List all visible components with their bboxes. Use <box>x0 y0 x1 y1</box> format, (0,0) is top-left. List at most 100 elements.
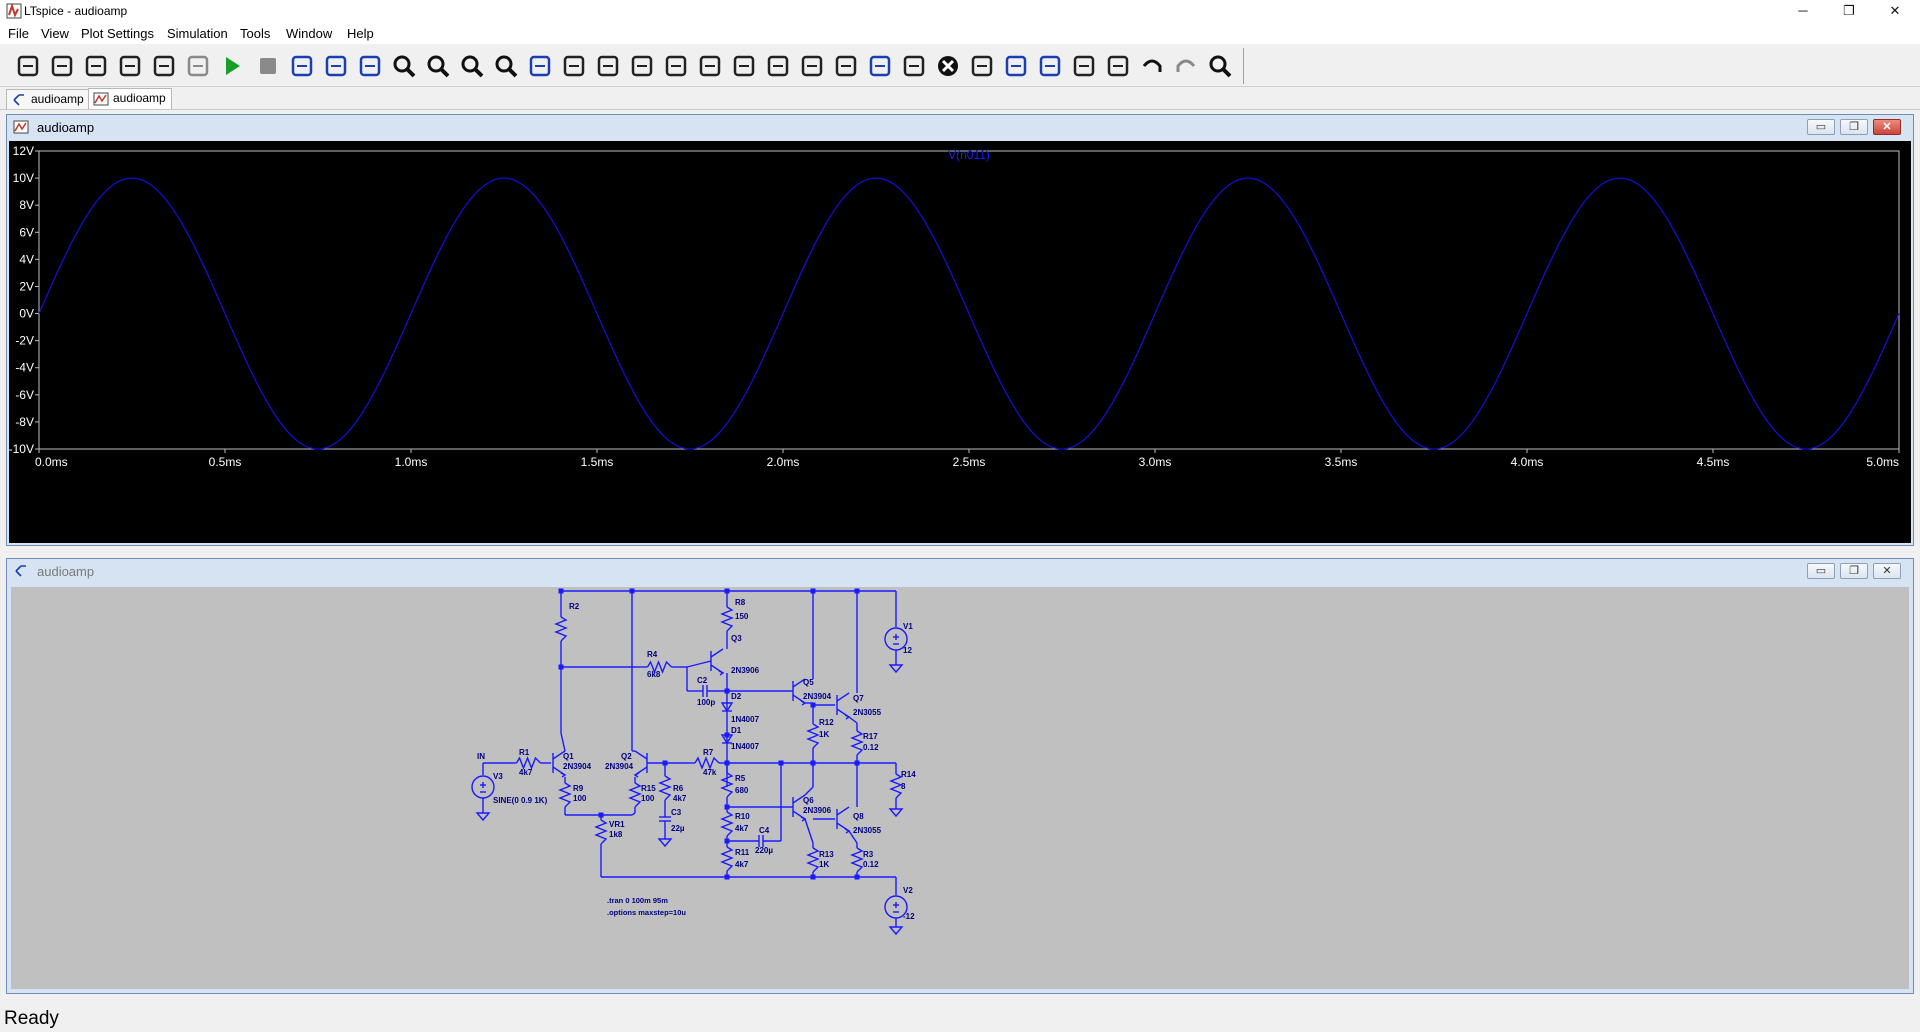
mdi-minimize-button[interactable]: ▭ <box>1807 119 1835 135</box>
menu-view[interactable]: View <box>41 26 69 41</box>
rotate-icon[interactable] <box>1070 52 1098 80</box>
mdi-restore-button[interactable]: ❐ <box>1840 563 1868 579</box>
component-label: R15 <box>641 784 656 793</box>
component-label: R13 <box>819 850 834 859</box>
menu-file[interactable]: File <box>8 26 29 41</box>
component-label: C4 <box>759 826 770 835</box>
wire-icon[interactable] <box>560 52 588 80</box>
component-label: R14 <box>901 770 916 779</box>
window-title: LTspice - audioamp <box>24 4 128 18</box>
tile-vertical-icon[interactable] <box>288 52 316 80</box>
menu-tools[interactable]: Tools <box>240 26 271 41</box>
wire <box>634 750 648 760</box>
find-icon[interactable] <box>1206 52 1234 80</box>
cascade-icon[interactable] <box>356 52 384 80</box>
component-label: IN <box>477 752 485 761</box>
component-label: 2N3906 <box>803 806 832 815</box>
mdi-restore-button[interactable]: ❐ <box>1840 119 1868 135</box>
resistor-symbol <box>694 756 720 770</box>
x-tick-label: 1.5ms <box>581 455 614 469</box>
component-label: 1N4007 <box>731 715 760 724</box>
new-schematic-icon[interactable] <box>48 52 76 80</box>
control-panel-icon[interactable] <box>184 52 212 80</box>
save-icon[interactable] <box>116 52 144 80</box>
mirror-icon[interactable] <box>1104 52 1132 80</box>
run-icon[interactable] <box>218 52 246 80</box>
zoom-fit-icon[interactable] <box>458 52 486 80</box>
x-tick-label: 0.5ms <box>209 455 242 469</box>
zoom-out-icon[interactable] <box>424 52 452 80</box>
autorange-icon[interactable] <box>526 52 554 80</box>
junction <box>854 760 860 766</box>
resistor-symbol <box>720 606 734 632</box>
print-icon[interactable] <box>150 52 178 80</box>
text-icon[interactable] <box>866 52 894 80</box>
schematic-window-titlebar[interactable]: audioamp ▭ ❐ ✕ <box>7 559 1913 583</box>
drag-icon[interactable] <box>1036 52 1064 80</box>
schematic-window-title: audioamp <box>37 564 95 579</box>
component-label: 0.12 <box>863 743 879 752</box>
waveform-icon <box>13 120 29 134</box>
label-icon[interactable] <box>628 52 656 80</box>
component-label: 0.12 <box>863 860 879 869</box>
delete-icon[interactable] <box>934 52 962 80</box>
component-label: R9 <box>573 784 584 793</box>
waveform-window-titlebar[interactable]: audioamp ▭ ❐ ✕ <box>7 115 1913 139</box>
mdi-close-button[interactable]: ✕ <box>1873 119 1901 135</box>
schematic-canvas[interactable]: R2R46k8R8150Q32N3906C2100pD21N4007D11N40… <box>11 587 1909 989</box>
resistor-icon[interactable] <box>662 52 690 80</box>
junction <box>558 588 564 594</box>
component-label: R11 <box>735 848 750 857</box>
halt-icon[interactable] <box>254 52 282 80</box>
toolbar <box>0 44 1920 87</box>
mdi-close-button[interactable]: ✕ <box>1873 563 1901 579</box>
redo-icon[interactable] <box>1172 52 1200 80</box>
settings-icon[interactable] <box>14 52 42 80</box>
minimize-button[interactable]: ─ <box>1798 3 1808 18</box>
ground-symbol <box>888 664 904 674</box>
menu-window[interactable]: Window <box>286 26 333 41</box>
duplicate-icon[interactable] <box>968 52 996 80</box>
menu-help[interactable]: Help <box>347 26 374 41</box>
component-icon[interactable] <box>798 52 826 80</box>
toolbar-separator <box>1243 48 1244 84</box>
diode-icon[interactable] <box>764 52 792 80</box>
component-label: 2N3904 <box>803 692 832 701</box>
maximize-button[interactable]: ❐ <box>1843 3 1855 18</box>
resistor-symbol <box>806 723 820 749</box>
tab-waveform[interactable]: audioamp <box>88 88 172 109</box>
junction <box>724 688 730 694</box>
trace-label[interactable]: V(n011) <box>948 148 990 162</box>
undo-icon[interactable] <box>1138 52 1166 80</box>
x-tick-label: 2.0ms <box>767 455 800 469</box>
menu-simulation[interactable]: Simulation <box>167 26 228 41</box>
tile-horizontal-icon[interactable] <box>322 52 350 80</box>
component-label: Q3 <box>731 634 742 643</box>
zoom-in-icon[interactable] <box>390 52 418 80</box>
component-label: VR1 <box>609 820 625 829</box>
component-label: 6k8 <box>647 670 661 679</box>
component-label: Q6 <box>803 796 814 805</box>
spice-directive-icon[interactable] <box>900 52 928 80</box>
open-icon[interactable] <box>82 52 110 80</box>
draw-line-icon[interactable] <box>832 52 860 80</box>
capacitor-icon[interactable] <box>696 52 724 80</box>
close-button[interactable]: ✕ <box>1889 3 1901 18</box>
wire <box>560 732 566 752</box>
junction <box>854 588 860 594</box>
junction <box>724 804 730 810</box>
wire <box>848 716 858 724</box>
y-tick-label: -2V <box>15 334 34 348</box>
menu-plot-settings[interactable]: Plot Settings <box>81 26 154 41</box>
zoom-full-icon[interactable] <box>492 52 520 80</box>
series-line-v-n011[interactable] <box>38 177 1900 450</box>
ground-icon[interactable] <box>594 52 622 80</box>
component-label: SINE(0 0.9 1K) <box>493 796 548 805</box>
inductor-icon[interactable] <box>730 52 758 80</box>
tab-schematic[interactable]: audioamp <box>6 89 90 109</box>
y-tick-label: -4V <box>15 361 34 375</box>
mdi-minimize-button[interactable]: ▭ <box>1807 563 1835 579</box>
resistor-symbol <box>646 660 672 674</box>
move-icon[interactable] <box>1002 52 1030 80</box>
